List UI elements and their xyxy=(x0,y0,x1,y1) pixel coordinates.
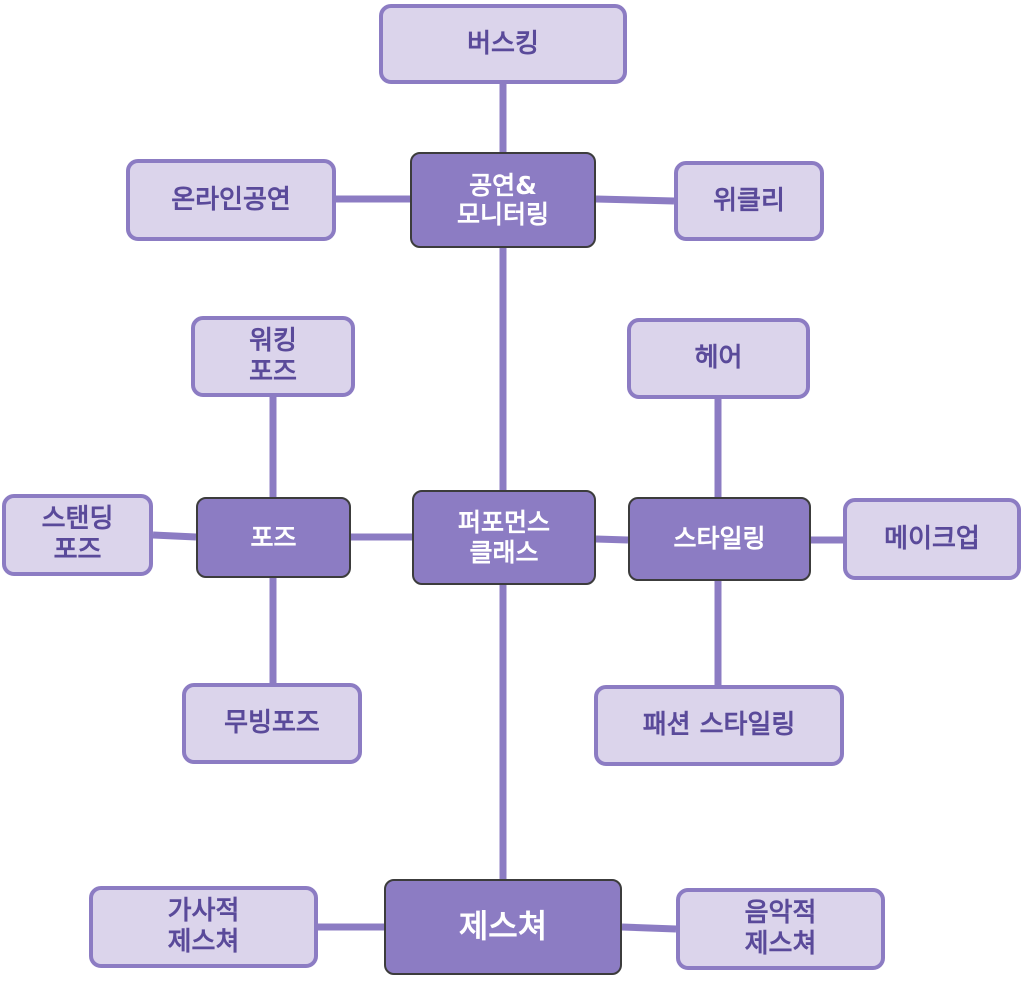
node-performance-monitoring: 공연& 모니터링 xyxy=(410,152,596,248)
node-musical-gesture: 음악적 제스쳐 xyxy=(676,888,885,970)
node-lyrical-gesture: 가사적 제스쳐 xyxy=(89,886,318,968)
node-pose: 포즈 xyxy=(196,497,351,578)
edge-monitoring-weekly xyxy=(595,195,675,205)
node-busking: 버스킹 xyxy=(379,4,627,84)
node-standing-pose: 스탠딩 포즈 xyxy=(2,494,153,576)
edge-class-styling xyxy=(595,535,629,544)
node-gesture: 제스쳐 xyxy=(384,879,622,975)
node-online-performance: 온라인공연 xyxy=(126,159,336,241)
node-makeup: 메이크업 xyxy=(843,498,1021,580)
edge-standing-pose xyxy=(152,531,197,541)
node-weekly: 위클리 xyxy=(674,161,824,241)
node-walking-pose: 워킹 포즈 xyxy=(191,316,355,397)
node-moving-pose: 무빙포즈 xyxy=(182,683,362,764)
edge-gesture-musical xyxy=(621,923,677,933)
node-fashion-styling: 패션 스타일링 xyxy=(594,685,844,766)
node-hair: 헤어 xyxy=(627,318,810,399)
node-styling: 스타일링 xyxy=(628,497,811,581)
node-performance-class: 퍼포먼스 클래스 xyxy=(412,490,596,585)
